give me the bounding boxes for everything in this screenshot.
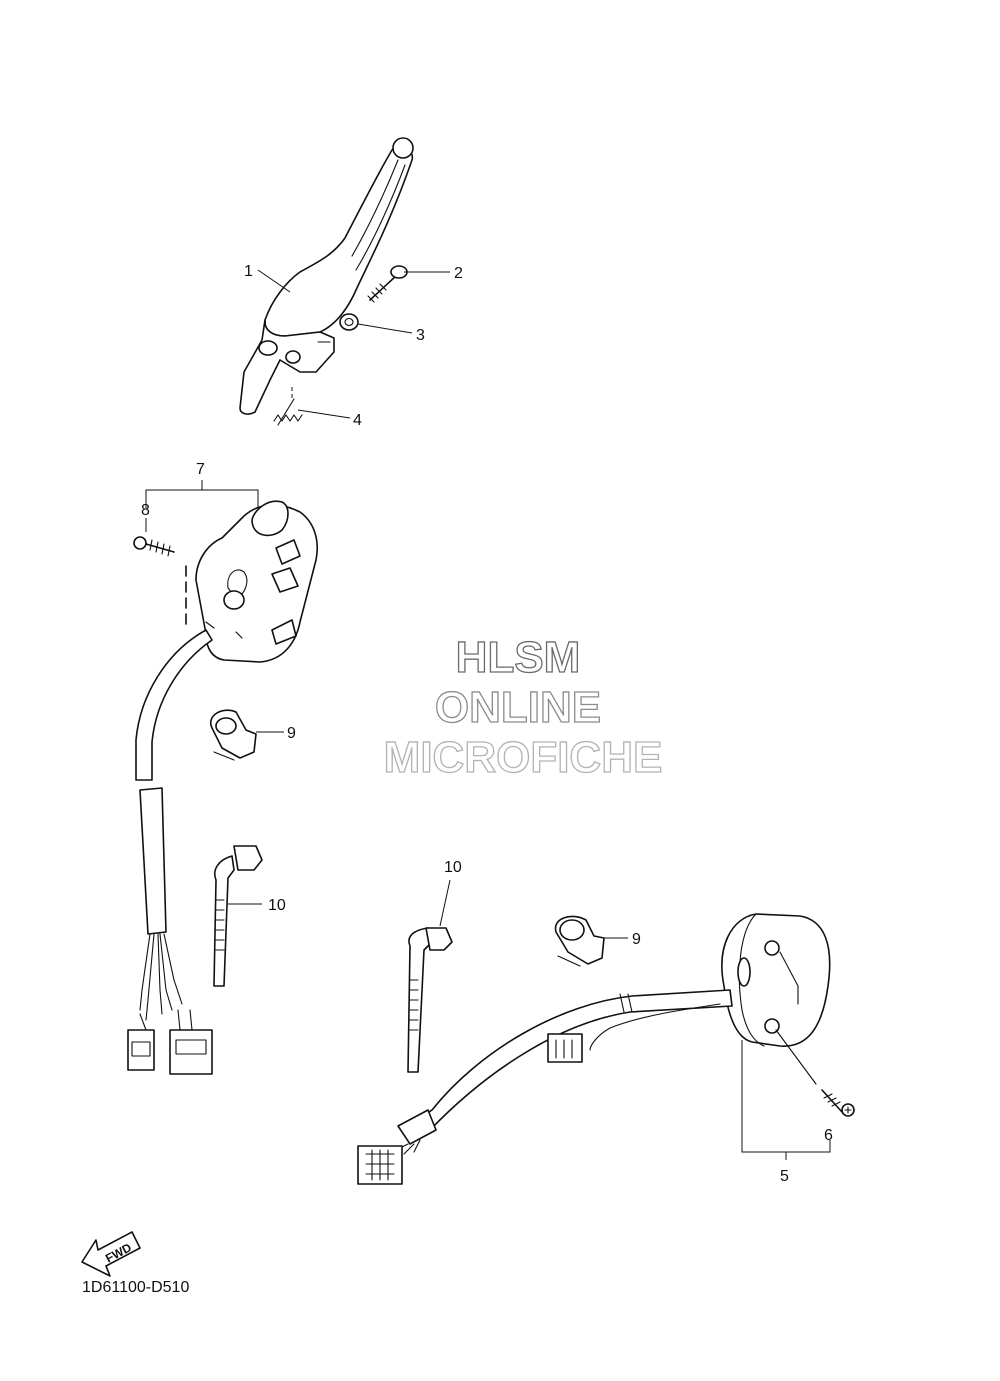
callout-3: 3 (416, 327, 425, 344)
callout-5: 5 (780, 1168, 789, 1185)
left-switch-harness (127, 629, 213, 1075)
cable-clamp-left (209, 709, 257, 761)
cable-tie-left (213, 845, 263, 987)
lever-bolt (367, 265, 408, 303)
callout-10-left: 10 (268, 897, 286, 914)
switch-screw (133, 536, 175, 557)
cable-clamp-right (554, 915, 605, 967)
clutch-lever (239, 137, 414, 415)
callout-4: 4 (353, 412, 362, 429)
callout-8: 8 (141, 502, 150, 519)
callout-9-right: 9 (632, 931, 641, 948)
lever-spring (273, 384, 303, 426)
right-handlebar-switch (721, 913, 831, 1085)
diagram-code: 1D61100-D510 (82, 1279, 189, 1296)
right-switch-screw (821, 1089, 855, 1117)
callout-2: 2 (454, 265, 463, 282)
left-handlebar-switch (185, 500, 318, 663)
callout-10-right: 10 (444, 859, 462, 876)
callout-1: 1 (244, 263, 253, 280)
callout-7: 7 (196, 461, 205, 478)
forward-arrow-icon: FWD (81, 1231, 141, 1277)
lever-nut (339, 313, 359, 331)
watermark-line-3: MICROFICHE (384, 733, 663, 782)
right-switch-harness (357, 989, 733, 1185)
watermark-line-2: ONLINE (435, 683, 601, 732)
callout-6: 6 (824, 1127, 833, 1144)
callout-9-left: 9 (287, 725, 296, 742)
watermark-line-1: HLSM (456, 633, 581, 682)
cable-tie-right (407, 927, 453, 1073)
